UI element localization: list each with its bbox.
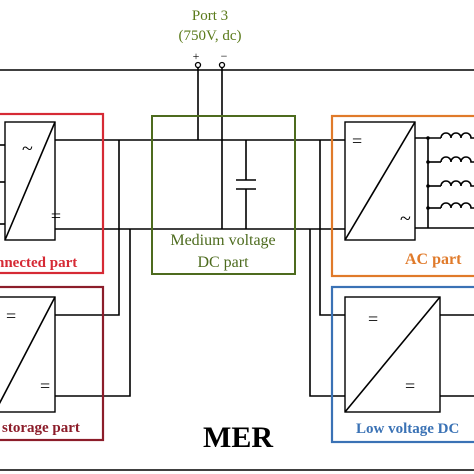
ac-part-box [330,114,474,278]
port-negative-terminal [218,61,226,69]
ac-converter-ac-symbol: ~ [400,208,411,230]
grid-connected-part-label: nnected part [0,255,77,271]
medium-voltage-label-line2: DC part [197,254,249,271]
ac-converter-diagonal [344,121,416,241]
storage-converter-dc-symbol-bottom: = [40,376,50,396]
storage-part-label: storage part [2,420,80,436]
low-voltage-converter-dc-symbol-bottom: = [405,376,415,396]
storage-bus-positive [55,140,120,316]
storage-converter-dc-symbol-top: = [6,306,16,326]
inductor-icon [440,156,474,163]
grid-converter-dc-symbol: = [51,206,61,226]
low-voltage-converter-dc-symbol-top: = [368,309,378,329]
inductor-icon [440,132,474,139]
ac-part-label: AC part [405,251,462,268]
port-positive-terminal [194,61,202,69]
mer-outer-frame [0,69,474,471]
grid-connected-part-box [0,112,105,275]
inductor-icon [440,180,474,187]
grid-converter-diagonal [4,121,56,241]
storage-bus-negative [55,229,131,397]
port-minus-sign: − [221,49,228,63]
ac-part-label-background [400,246,474,270]
port-name: Port 3 [192,8,228,24]
low-voltage-bus-positive [319,140,345,316]
grid-converter-ac-symbol: ~ [22,138,33,160]
storage-part-box [0,285,105,442]
storage-converter-diagonal [0,296,56,405]
low-voltage-converter-diagonal [344,296,441,413]
low-voltage-dc-part-box [330,285,474,444]
system-label: MER [203,421,273,454]
port-spec: (750V, dc) [178,28,241,44]
inductor-icon [440,202,474,209]
low-voltage-part-label: Low voltage DC [356,421,459,437]
port-plus-sign: + [193,49,200,63]
low-voltage-bus-negative [309,229,345,397]
medium-voltage-dc-part-box [151,115,296,275]
ac-converter-dc-symbol: = [352,131,362,151]
medium-voltage-label-line1: Medium voltage [170,232,275,249]
ac-output-phases [415,132,474,229]
